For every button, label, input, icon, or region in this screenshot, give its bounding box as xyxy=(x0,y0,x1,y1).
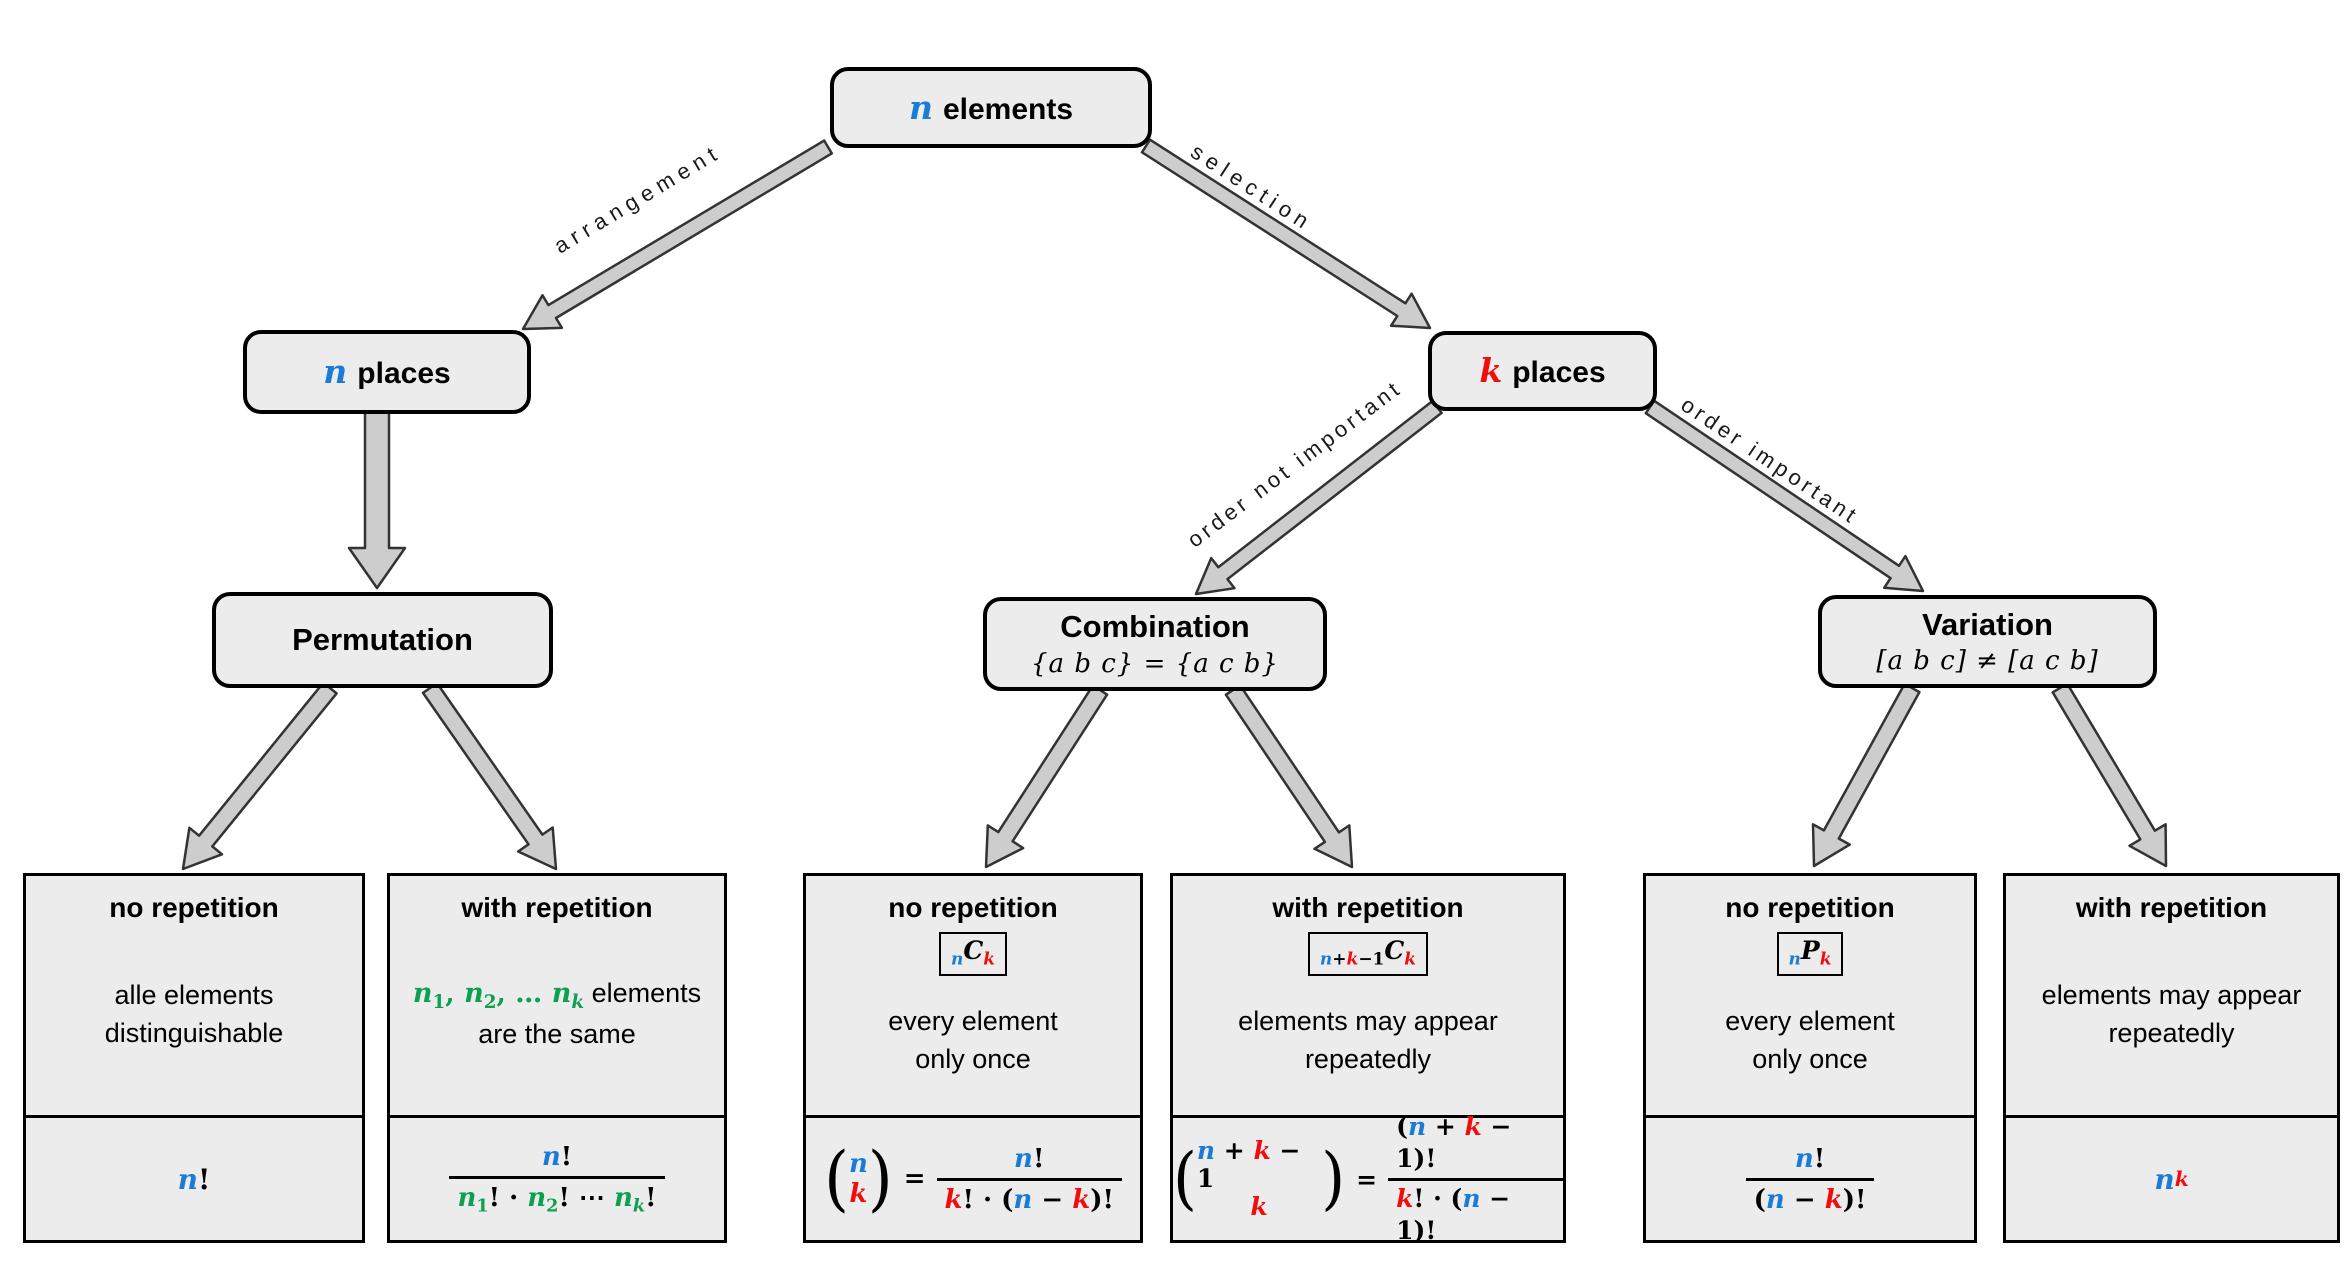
formula-variation: n! (n − k)! xyxy=(1745,1142,1875,1216)
symbol-nPk: nPk xyxy=(1776,932,1844,977)
arrow-permutation-to-with-repetition xyxy=(421,681,558,871)
arrow-root-to-k-places xyxy=(1140,138,1432,330)
formula-combination-repetition: ( n + k − 1 k ) = (n + k − 1)! k! · (n −… xyxy=(1173,1111,1563,1247)
leaf-combination-with-repetition: with repetition n+k−1Ck elements may app… xyxy=(1170,873,1566,1245)
arrow-permutation-to-no-repetition xyxy=(181,681,338,871)
arrow-root-to-n-places xyxy=(521,139,834,331)
var-n: n xyxy=(908,87,933,127)
arrow-variation-to-no-repetition xyxy=(1811,682,1921,868)
leaf-description: every element only once xyxy=(1725,1005,1895,1074)
formula-n-factorial: n! xyxy=(177,1162,211,1196)
leaf-description: alle elements distinguishable xyxy=(104,979,284,1048)
var-k: k xyxy=(1479,351,1503,390)
node-k-places-label: places xyxy=(1512,356,1606,389)
leaf-header: no repetition xyxy=(888,892,1058,923)
leaf-permutation-no-repetition: no repetition alle elements distinguisha… xyxy=(23,873,365,1243)
node-n-elements: n elements xyxy=(830,67,1152,148)
node-variation: Variation [a b c] ≠ [a c b] xyxy=(1818,595,2157,688)
node-k-places: k places xyxy=(1428,331,1657,411)
leaf-description: every element only once xyxy=(888,1005,1058,1074)
arrow-k-places-to-variation xyxy=(1644,399,1925,593)
node-n-elements-label: elements xyxy=(942,92,1074,126)
symbol-n-plus-k-minus-1-Ck: n+k−1Ck xyxy=(1307,932,1429,977)
var-n: n xyxy=(323,352,348,391)
arrow-n-places-to-permutation xyxy=(347,410,407,590)
combination-subtitle: {a b c} = {a c b} xyxy=(1031,648,1279,679)
leaf-header: no repetition xyxy=(109,892,279,923)
leaf-variation-no-repetition: no repetition nPk every element only onc… xyxy=(1643,873,1977,1243)
arrow-combination-to-with-repetition xyxy=(1224,684,1354,869)
leaf-variation-with-repetition: with repetition elements may appear repe… xyxy=(2003,873,2340,1243)
arrow-k-places-to-combination xyxy=(1194,399,1443,596)
leaf-combination-no-repetition: no repetition nCk every element only onc… xyxy=(803,873,1143,1243)
leaf-header: with repetition xyxy=(2075,892,2268,923)
leaf-description: elements may appear repeatedly xyxy=(1238,1005,1498,1074)
formula-permutation-repetition: n! n1! · n2! ⋯ nk! xyxy=(449,1140,665,1217)
formula-combination: ( n k ) = n! k! · (n − k)! xyxy=(824,1142,1122,1216)
leaf-permutation-with-repetition: with repetition n1, n2, … nk elements ar… xyxy=(387,873,727,1243)
node-combination: Combination {a b c} = {a c b} xyxy=(983,597,1327,691)
symbol-nCk: nCk xyxy=(938,932,1008,977)
permutation-title: Permutation xyxy=(292,622,473,658)
variation-subtitle: [a b c] ≠ [a c b] xyxy=(1876,646,2099,677)
arrow-combination-to-no-repetition xyxy=(984,684,1109,869)
leaf-header: no repetition xyxy=(1725,892,1895,923)
leaf-description: n1, n2, … nk elements are the same xyxy=(412,978,702,1049)
leaf-header: with repetition xyxy=(461,892,653,923)
combination-title: Combination xyxy=(1060,609,1250,645)
node-n-places-label: places xyxy=(357,357,451,390)
node-permutation: Permutation xyxy=(212,592,553,688)
leaf-header: with repetition xyxy=(1272,892,1464,923)
variation-title: Variation xyxy=(1922,606,2053,642)
node-n-places: n places xyxy=(243,330,531,414)
arrow-variation-to-with-repetition xyxy=(2051,682,2168,868)
leaf-description: elements may appear repeatedly xyxy=(2041,979,2302,1048)
